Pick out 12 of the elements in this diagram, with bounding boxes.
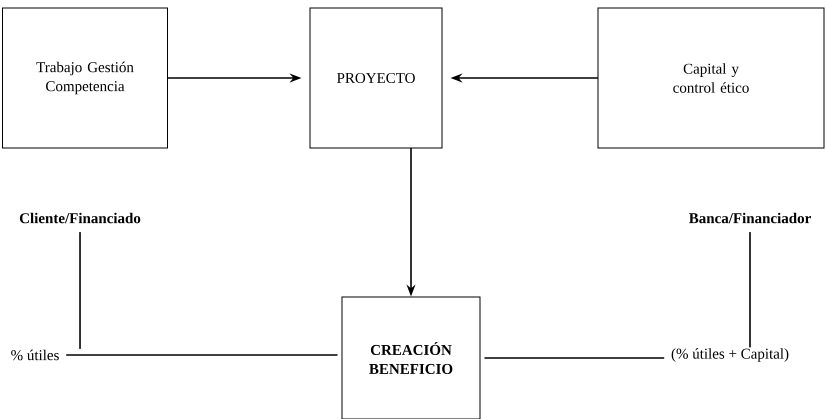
process-box: CREACIÓN BENEFICIO xyxy=(342,296,480,419)
connector-line xyxy=(66,354,338,356)
party-label: Cliente/Financiado xyxy=(20,212,140,224)
share-label: % útiles xyxy=(11,350,59,360)
connector-line xyxy=(79,232,81,349)
connector-line xyxy=(484,357,664,359)
process-box: PROYECTO xyxy=(310,8,442,148)
process-box: Trabajo Gestión Competencia xyxy=(2,8,168,148)
party-label: Banca/Financiador xyxy=(689,212,811,224)
connector-line xyxy=(749,232,751,348)
process-box: Capital y control ético xyxy=(598,8,824,148)
share-label: (% útiles + Capital) xyxy=(672,348,788,362)
